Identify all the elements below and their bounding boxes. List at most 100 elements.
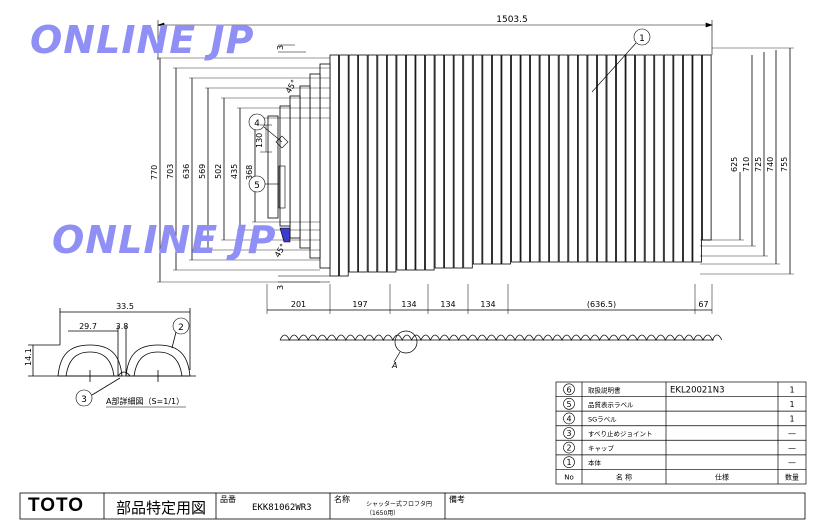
detail-dim-3-8: 3.8	[116, 322, 129, 331]
slat	[644, 54, 655, 263]
slat	[501, 54, 511, 265]
slat	[463, 54, 473, 269]
table-row-number-circle	[563, 383, 575, 396]
bottom-dim-label: (636.5)	[587, 300, 616, 309]
step-segment	[319, 63, 331, 269]
slat	[663, 54, 674, 263]
bottom-dim-label: 134	[440, 300, 455, 309]
table-row-number: 3	[566, 429, 571, 438]
table-header-no: No	[564, 474, 574, 482]
table-row-qty: 1	[789, 414, 794, 423]
table-row-number-circle	[563, 441, 575, 454]
doc-title: 部品特定用図	[116, 499, 207, 517]
biko-label: 備考	[449, 495, 465, 504]
step-segment	[267, 115, 279, 219]
right-height-label: 740	[766, 157, 775, 172]
left-height-label: 502	[214, 164, 223, 179]
slat	[587, 54, 597, 263]
table-row-name: 取扱説明書	[588, 385, 621, 394]
table-row-number: 2	[566, 444, 571, 453]
table-row-qty: —	[788, 444, 796, 453]
callout-4	[248, 113, 289, 149]
left-height-label: 368	[245, 165, 254, 180]
callout-1	[591, 28, 651, 93]
table-row-name: 本体	[588, 458, 602, 467]
table-row-name: すべり止めジョイント	[588, 429, 653, 438]
slat	[702, 54, 712, 241]
watermark-middle: ONLINE JP	[52, 218, 277, 262]
table-header-qty: 数量	[785, 473, 799, 482]
meisho-line1: シャッター式フロフタ円	[366, 501, 433, 508]
step-segment	[289, 95, 301, 239]
small-dim-lines	[260, 44, 330, 283]
right-height-label: 725	[754, 157, 763, 172]
detail-callout-2: 2	[178, 323, 184, 333]
detail-callout-3: 3	[81, 395, 87, 405]
left-height-label: 636	[182, 164, 191, 179]
slat	[577, 54, 588, 263]
slat	[472, 54, 483, 265]
slat	[396, 54, 406, 271]
slat	[482, 54, 492, 265]
slat	[654, 54, 664, 263]
right-height-label: 625	[730, 157, 739, 172]
right-height-label: 710	[742, 157, 751, 172]
slat	[329, 54, 340, 277]
detail-callouts	[75, 317, 190, 407]
table-row-qty: 1	[789, 385, 794, 394]
slat	[692, 54, 702, 263]
bottom-dim-label: 67	[698, 300, 708, 309]
table-row-name: キャップ	[588, 445, 615, 453]
slat	[444, 54, 454, 269]
slat	[434, 54, 445, 269]
table-header-name: 名 称	[616, 473, 632, 482]
slat	[549, 54, 559, 263]
joint-highlight	[279, 227, 291, 243]
detail-caption: A部詳細図（S=1/1）	[106, 396, 184, 406]
slat	[511, 54, 521, 263]
left-height-label: 770	[150, 165, 159, 180]
step-segment	[309, 73, 321, 259]
slat	[415, 54, 425, 271]
slat	[568, 54, 578, 263]
table-row-number-circle	[563, 398, 575, 410]
slat	[358, 54, 368, 273]
bottom-dim-label: 134	[401, 300, 416, 309]
table-header-spec: 仕様	[715, 473, 729, 482]
slat	[635, 54, 645, 263]
slat	[530, 54, 540, 263]
slat	[597, 54, 607, 263]
table-row-number: 1	[566, 458, 571, 467]
detail-dim-29-7: 29.7	[79, 322, 97, 331]
table-row-name: 品質表示ラベル	[588, 400, 634, 409]
table-row-number: 4	[566, 414, 571, 423]
parts-table	[555, 381, 807, 485]
bottom-dim-label: 134	[480, 300, 495, 309]
callout-1-number: 1	[639, 34, 645, 44]
table-row-qty: —	[788, 458, 796, 467]
slat	[377, 54, 387, 273]
section-marker: A	[391, 361, 397, 370]
bottom-dim-label: 197	[352, 300, 367, 309]
section-profile	[279, 330, 723, 363]
detail-dim-33-5: 33.5	[116, 302, 134, 311]
callout-4-number: 4	[254, 119, 260, 129]
callout-5-number: 5	[254, 181, 260, 191]
overall-width-label: 1503.5	[496, 15, 528, 25]
slat	[606, 54, 617, 263]
callout-5	[248, 165, 286, 209]
title-block	[19, 492, 806, 520]
table-row-number: 6	[566, 385, 571, 394]
table-row-qty: 1	[789, 400, 794, 409]
slat	[425, 54, 435, 271]
small-dim-top: 3	[276, 45, 285, 50]
left-height-label: 569	[198, 164, 207, 179]
slat	[625, 54, 636, 263]
bottom-dim-label: 201	[291, 300, 306, 309]
slat	[348, 54, 359, 273]
meisho-label: 名称	[334, 495, 350, 504]
detail-a-drawing	[28, 308, 196, 396]
slat	[339, 54, 349, 277]
